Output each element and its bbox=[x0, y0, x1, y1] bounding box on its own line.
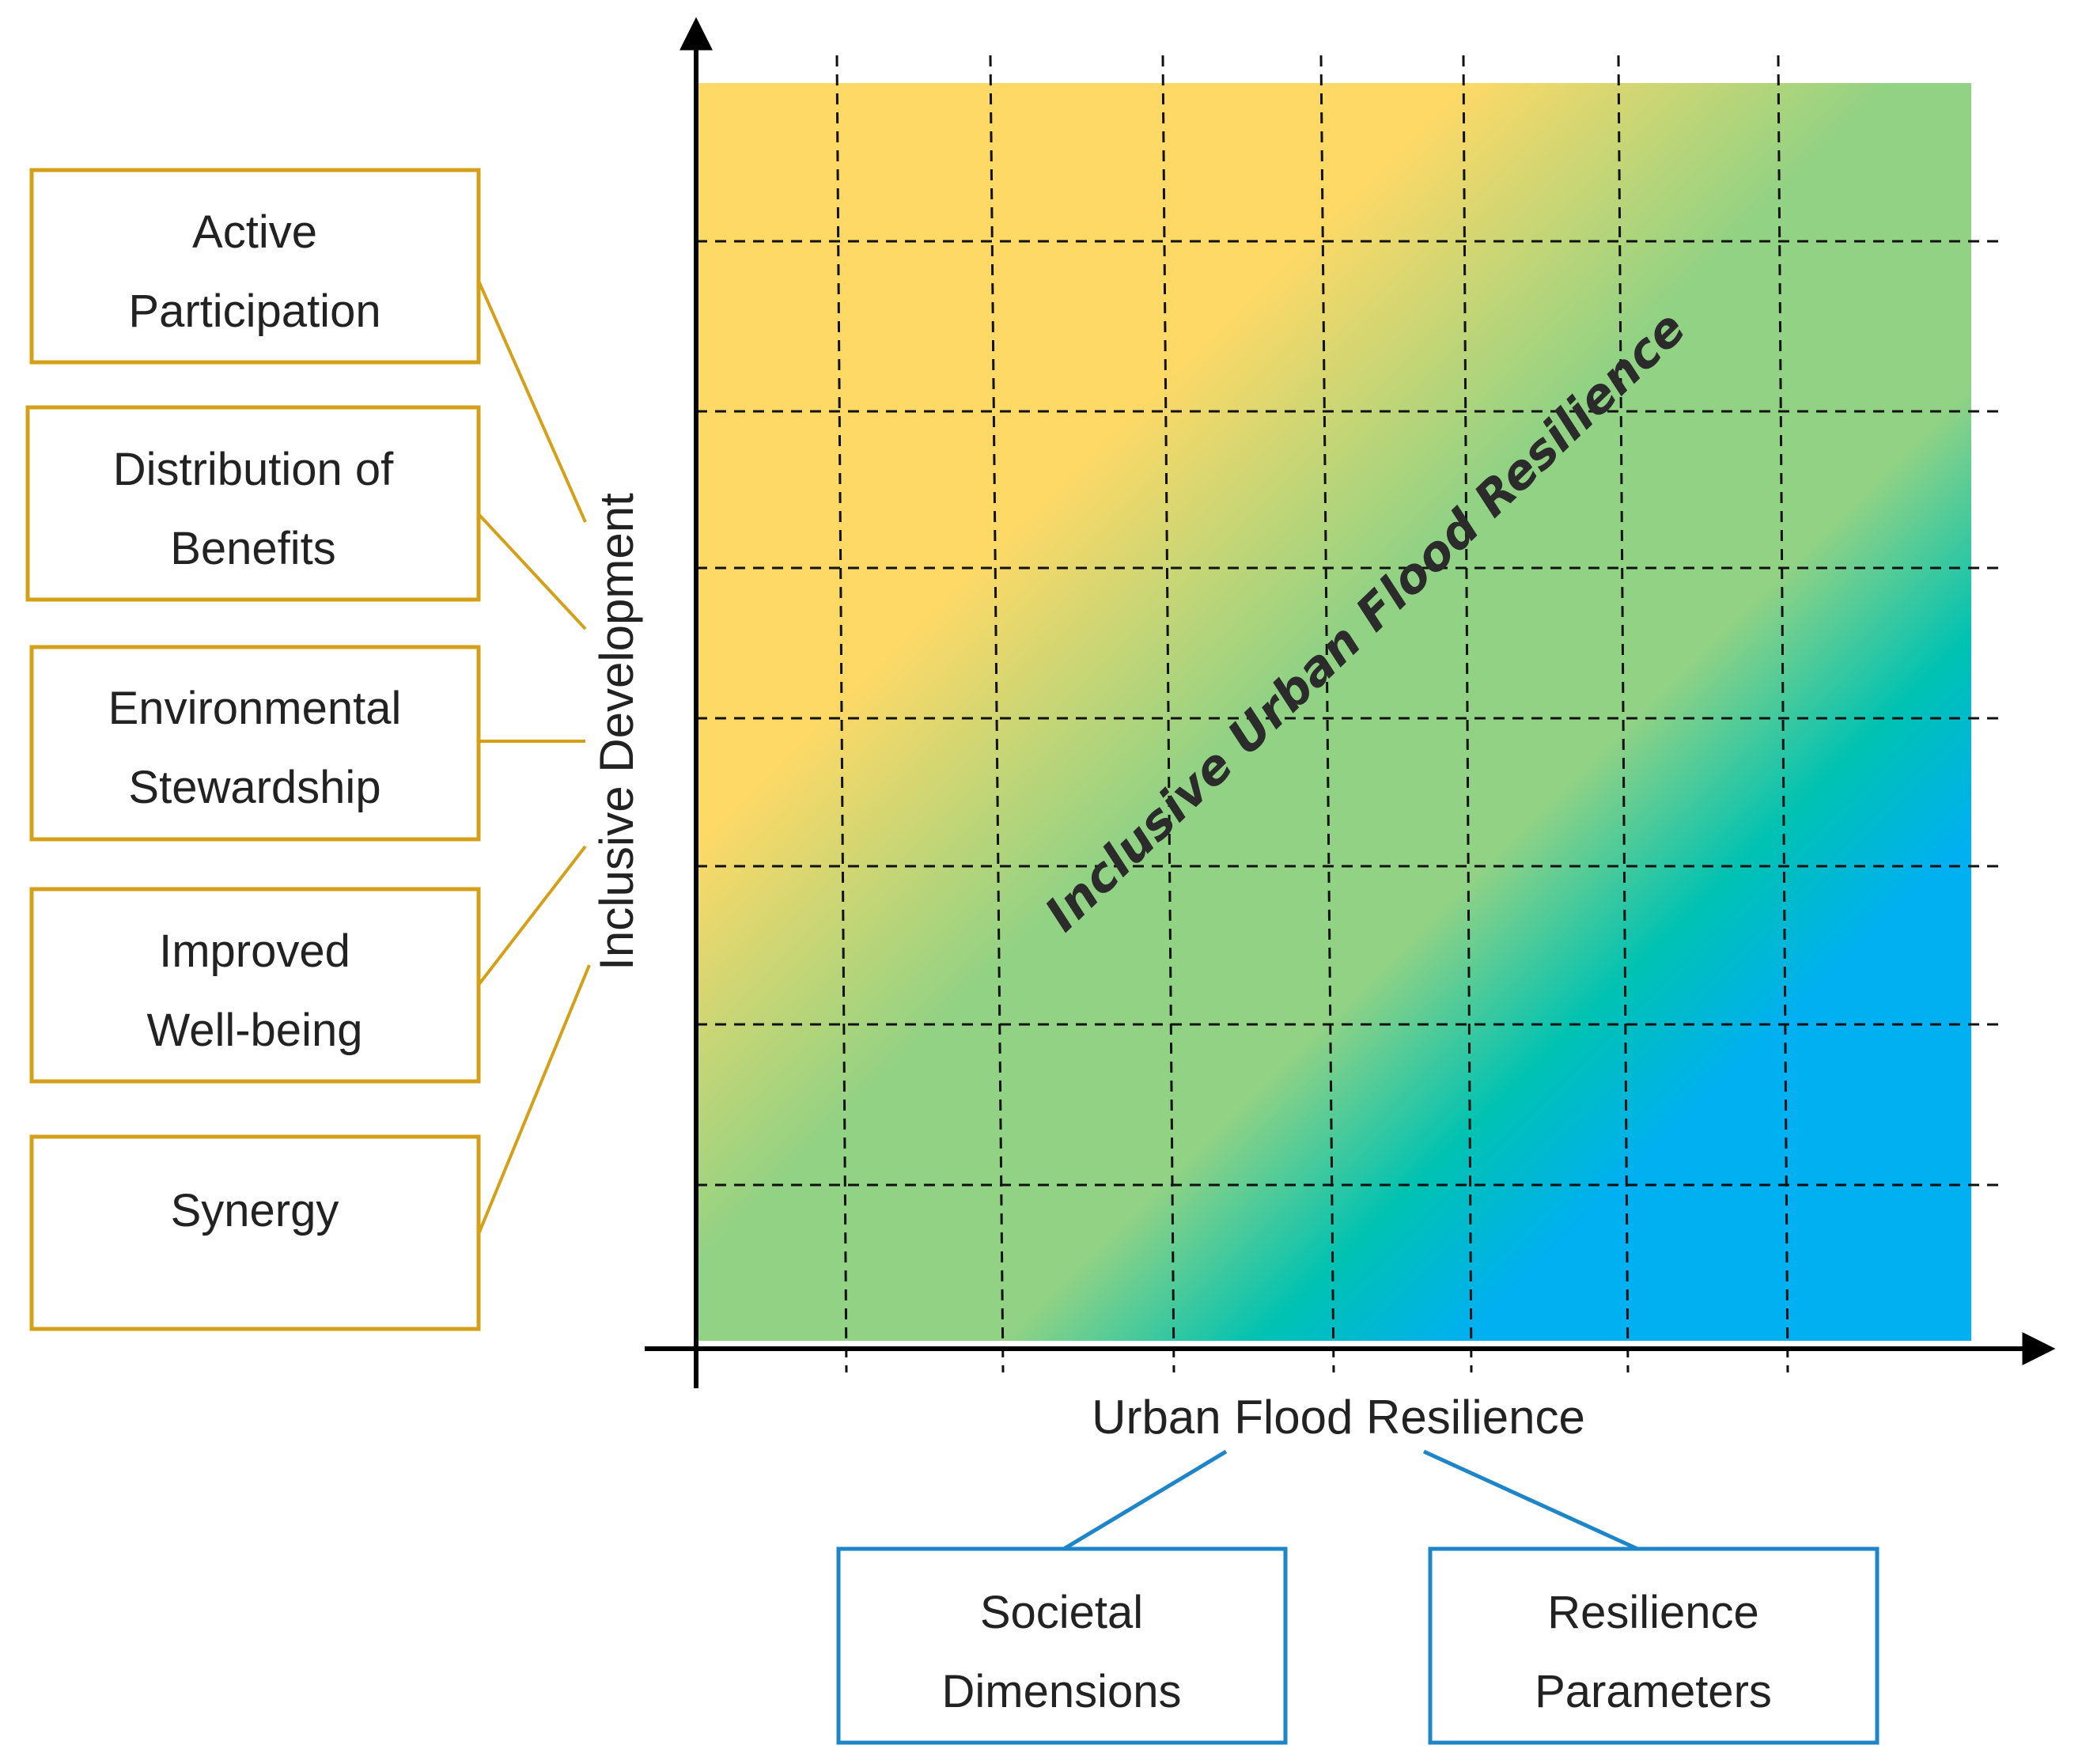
box-environmental-stewardship-line2: Stewardship bbox=[128, 762, 380, 813]
box-synergy-line1: Synergy bbox=[171, 1185, 339, 1236]
grid-vline-3 bbox=[1161, 55, 1175, 1373]
grid-vline-5 bbox=[1462, 55, 1473, 1373]
grid-vline-4 bbox=[1319, 55, 1335, 1373]
box-societal-dimensions bbox=[836, 1546, 1288, 1745]
box-improved-well-being-line2: Well-being bbox=[147, 1005, 363, 1056]
box-environmental-stewardship bbox=[29, 645, 481, 842]
box-synergy bbox=[29, 1134, 481, 1331]
x-axis-title: Urban Flood Resilience bbox=[1092, 1391, 1585, 1444]
box-resilience-parameters-line2: Parameters bbox=[1535, 1666, 1772, 1717]
inclusive-development-connectors bbox=[477, 280, 591, 1235]
box-societal-dimensions-line1: Societal bbox=[980, 1587, 1143, 1638]
urban-flood-resilience-connectors bbox=[1062, 1449, 1639, 1551]
connector-synergy bbox=[477, 964, 591, 1235]
box-societal-dimensions-line2: Dimensions bbox=[942, 1666, 1182, 1717]
grid-vline-2 bbox=[989, 55, 1005, 1373]
box-distribution-of-benefits-line2: Benefits bbox=[170, 523, 336, 574]
grid-vline-6 bbox=[1617, 55, 1630, 1373]
box-active-participation bbox=[29, 168, 481, 365]
box-distribution-of-benefits-line1: Distribution of bbox=[113, 444, 394, 495]
connector-distribution-of-benefits bbox=[477, 513, 587, 630]
box-resilience-parameters bbox=[1428, 1546, 1879, 1745]
y-axis-title: Inclusive Development bbox=[590, 493, 643, 971]
inclusive-development-boxes bbox=[25, 168, 481, 1331]
box-active-participation-line1: Active bbox=[192, 206, 317, 258]
connector-societal-dimensions bbox=[1062, 1449, 1228, 1551]
gradient-field bbox=[696, 83, 1971, 1341]
box-distribution-of-benefits bbox=[25, 405, 481, 602]
box-improved-well-being bbox=[29, 887, 481, 1084]
box-environmental-stewardship-line1: Environmental bbox=[108, 683, 402, 734]
grid-vline-1 bbox=[835, 55, 848, 1373]
box-active-participation-line2: Participation bbox=[128, 286, 380, 337]
dashed-grid bbox=[696, 55, 2001, 1373]
box-resilience-parameters-line1: Resilience bbox=[1547, 1587, 1759, 1638]
urban-flood-resilience-boxes bbox=[836, 1546, 1879, 1745]
connector-active-participation bbox=[477, 280, 587, 523]
box-improved-well-being-line1: Improved bbox=[159, 926, 350, 977]
connector-resilience-parameters bbox=[1422, 1449, 1639, 1551]
grid-vline-7 bbox=[1777, 55, 1789, 1373]
connector-improved-well-being bbox=[477, 845, 587, 986]
